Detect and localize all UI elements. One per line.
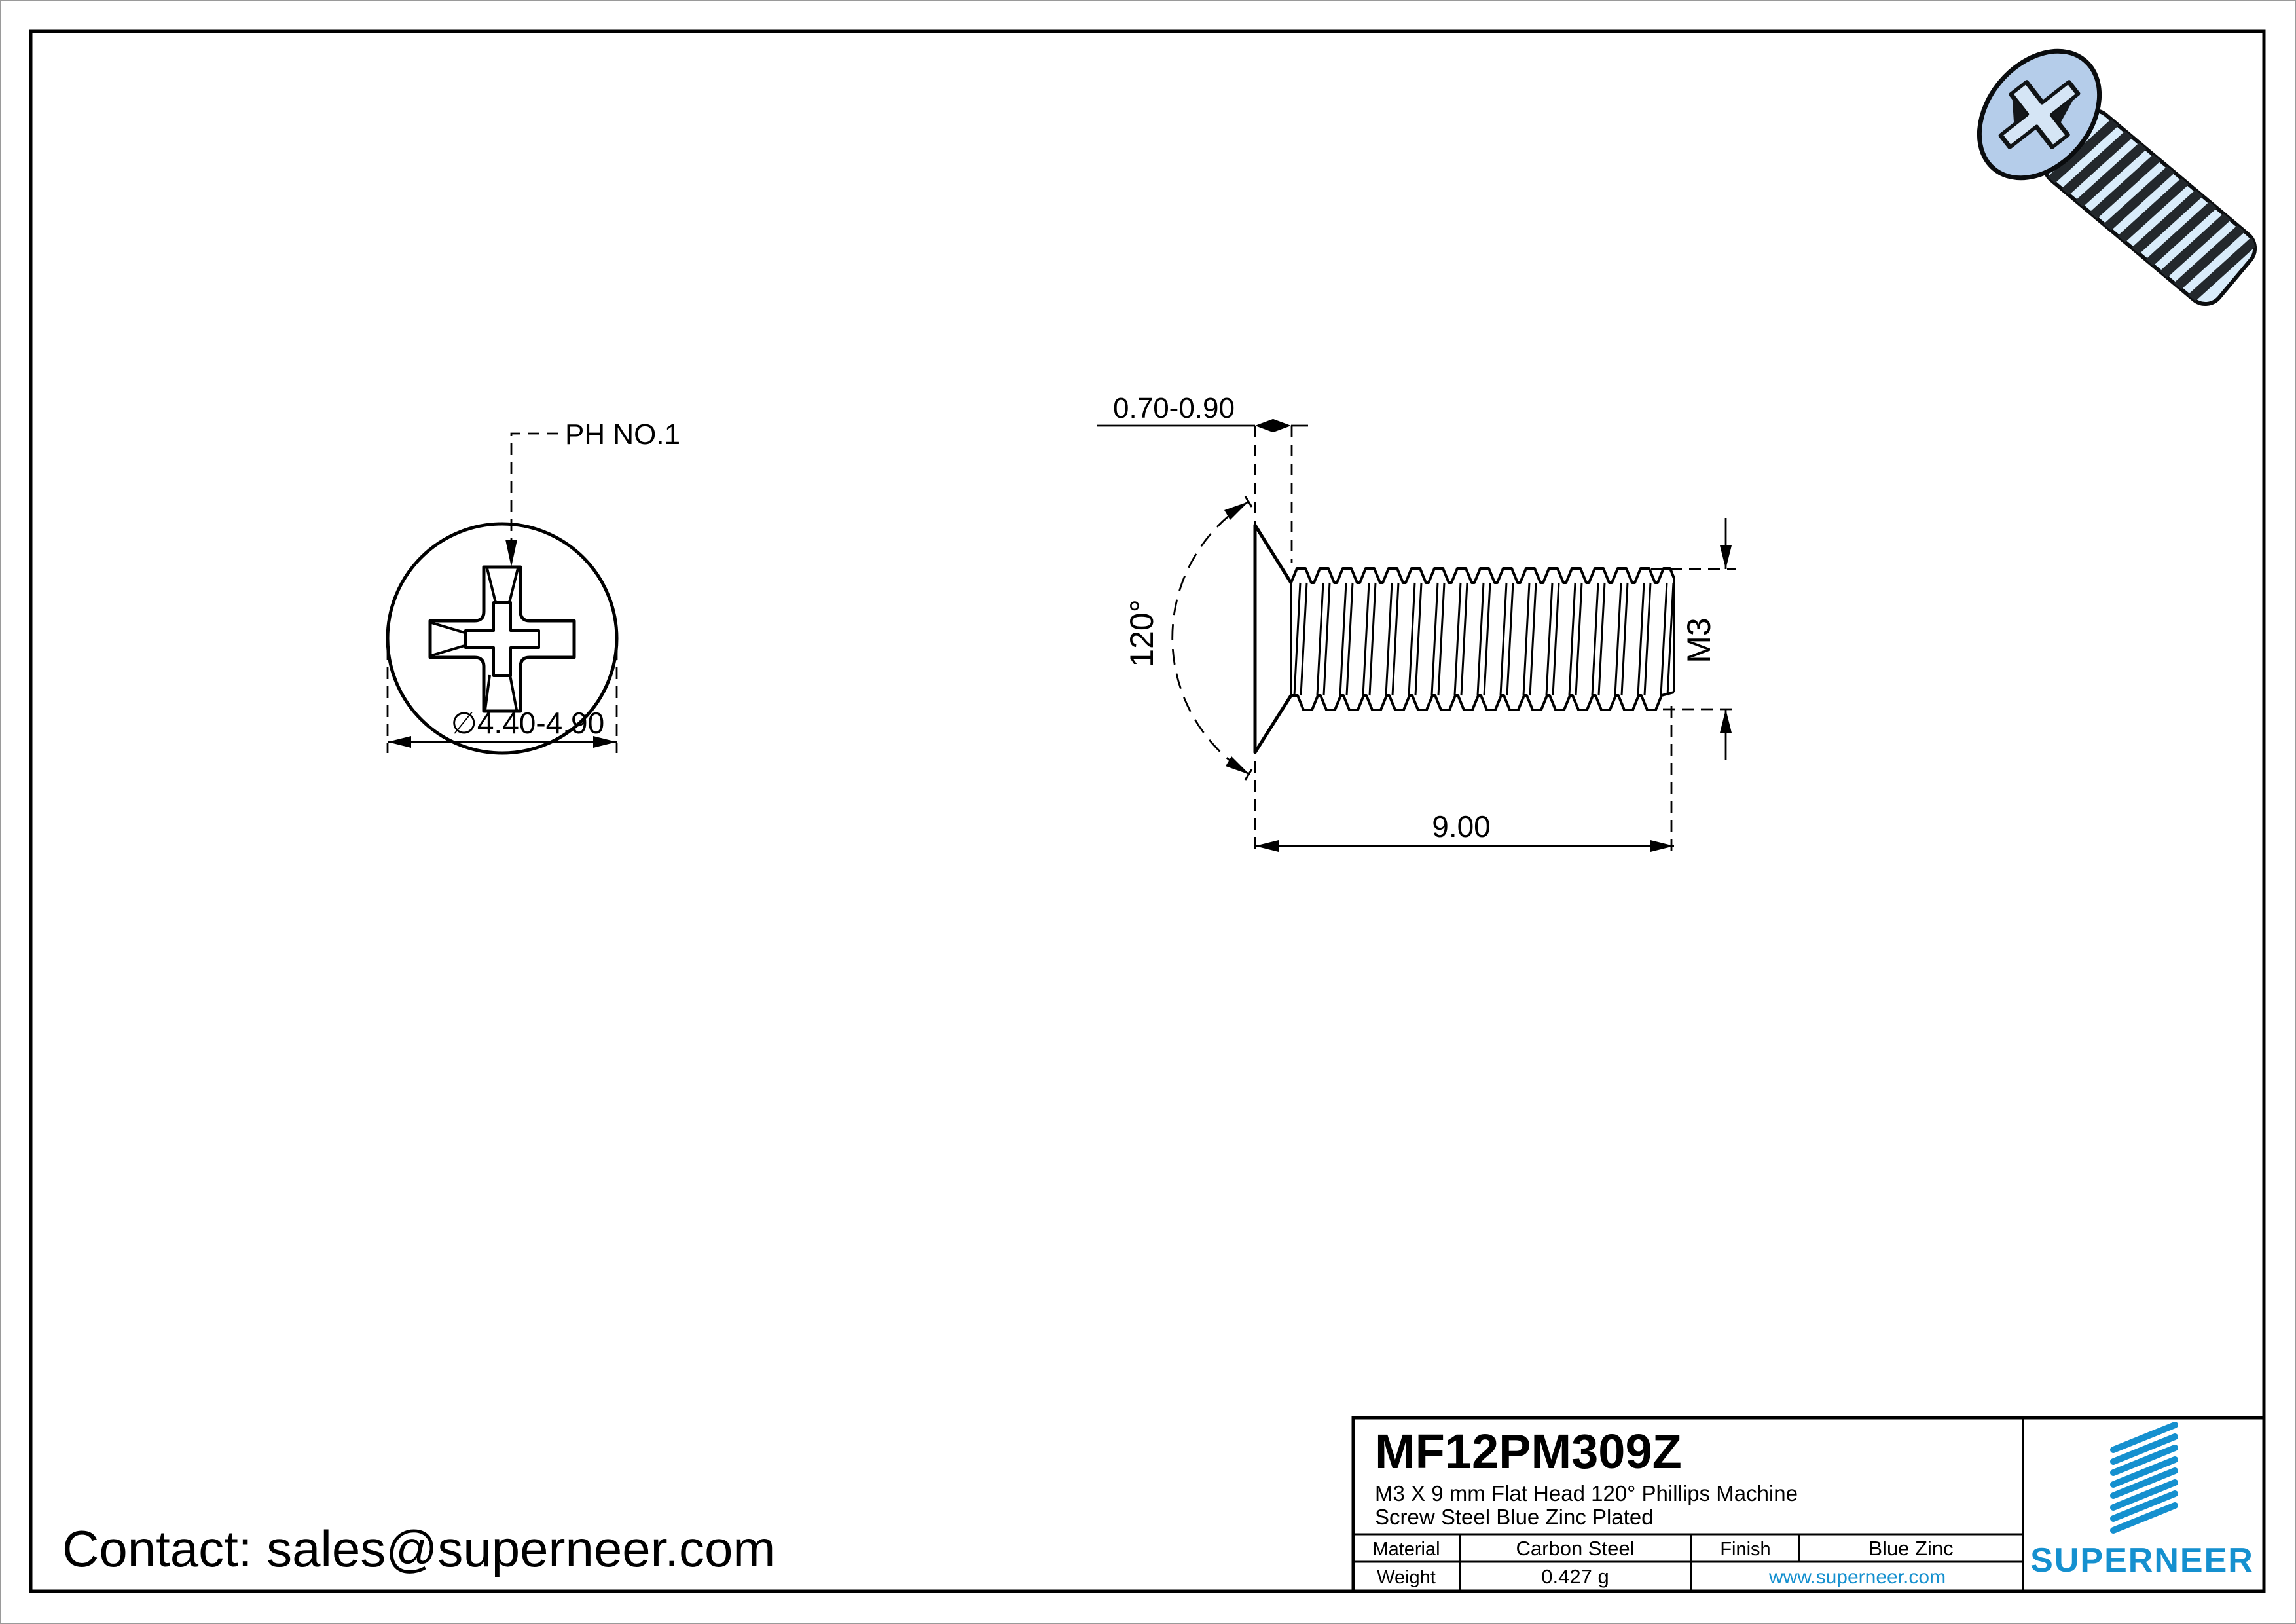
diameter-extension-lines	[386, 648, 618, 753]
screw-3d-drive	[1998, 80, 2081, 149]
title-block: MF12PM309Z M3 X 9 mm Flat Head 120° Phil…	[1351, 1416, 2266, 1593]
description-line2: Screw Steel Blue Zinc Plated	[1375, 1505, 1654, 1529]
phillips-recess-inner	[464, 601, 540, 677]
angle-label: 120°	[1123, 599, 1160, 667]
contact-line: Contact: sales@superneer.com	[62, 1520, 775, 1578]
title-block-border	[1351, 1416, 2266, 1593]
weight-label: Weight	[1377, 1567, 1436, 1588]
finish-label: Finish	[1720, 1539, 1770, 1560]
angle-ticks	[1244, 496, 1253, 781]
head-height-extension-lines	[1254, 426, 1293, 563]
diameter-arrow-right	[593, 736, 617, 748]
brand-logo: SUPERNEER	[2030, 1422, 2254, 1579]
thread-extension-lines	[1651, 568, 1736, 710]
head-height-arrow-right	[1273, 419, 1291, 432]
drive-label: PH NO.1	[565, 418, 680, 451]
phillips-recess-outline	[428, 565, 576, 713]
length-label: 9.00	[1432, 809, 1491, 843]
diameter-arrow-left	[388, 736, 411, 748]
angle-arrow-top	[1224, 502, 1248, 520]
head-circle	[386, 522, 619, 755]
screw-3d-thread-bands	[2042, 113, 2263, 306]
head-height-arrow-left	[1255, 419, 1273, 432]
screw-3d-cross	[1998, 80, 2081, 149]
screw-3d-cross-shadow-left	[2012, 96, 2027, 125]
head-height-label: 0.70-0.90	[1113, 392, 1235, 424]
angle-arrow-bottom	[1226, 756, 1250, 775]
length-arrow-left	[1255, 840, 1279, 852]
length-arrow-right	[1650, 840, 1674, 852]
diameter-label: ∅4.40-4.90	[451, 706, 604, 740]
website-link[interactable]: www.superneer.com	[1768, 1566, 1946, 1588]
brand-name: SUPERNEER	[2030, 1541, 2254, 1579]
thread-flank-lines	[1293, 582, 1675, 696]
thread-arrow-top	[1720, 545, 1732, 569]
weight-value: 0.427 g	[1541, 1565, 1609, 1588]
material-label: Material	[1372, 1539, 1440, 1560]
part-number: MF12PM309Z	[1375, 1424, 1682, 1479]
top-view: PH NO.1 ∅4.40-4.90	[386, 418, 680, 755]
title-block-grid	[1353, 1418, 2024, 1591]
side-view: 0.70-0.90 120° M3 9.00	[1097, 392, 1736, 853]
head-profile	[1253, 523, 1293, 754]
sheet-frame	[29, 29, 2266, 1593]
brand-mark-icon	[2110, 1422, 2178, 1534]
description-line1: M3 X 9 mm Flat Head 120° Phillips Machin…	[1375, 1481, 1798, 1505]
drive-leader-arrow	[505, 540, 517, 567]
screw-3d-render	[1977, 48, 2263, 306]
angle-arc	[1171, 500, 1250, 776]
finish-value: Blue Zinc	[1868, 1537, 1953, 1560]
thread-label: M3	[1681, 618, 1717, 663]
length-extension-lines	[1254, 706, 1673, 853]
drive-leader-line	[510, 432, 558, 541]
material-value: Carbon Steel	[1516, 1537, 1635, 1560]
thread-arrow-bottom	[1720, 709, 1732, 733]
thread-teeth-top	[1290, 567, 1675, 584]
screw-3d-cross-shadow-top	[2052, 96, 2075, 123]
phillips-wedge-lines	[431, 568, 519, 710]
thread-teeth-bottom	[1291, 691, 1675, 711]
